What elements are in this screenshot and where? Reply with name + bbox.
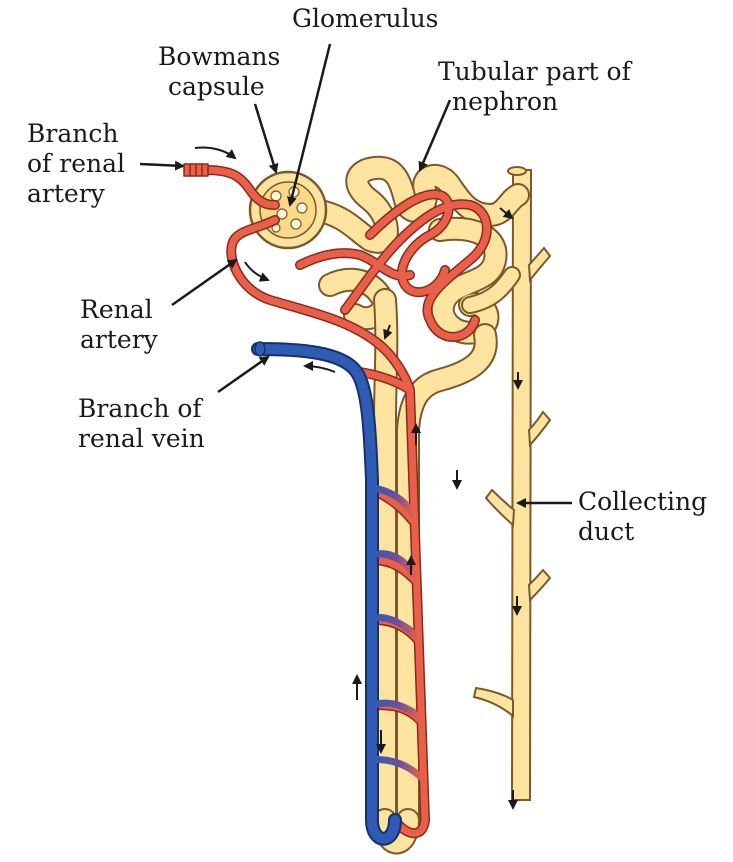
flow-arrows bbox=[195, 147, 518, 808]
label-branch-renal-artery: Branch of renal artery bbox=[27, 119, 125, 209]
label-glomerulus: Glomerulus bbox=[292, 4, 439, 34]
leader-renal-artery bbox=[172, 260, 236, 305]
leader-branch-renal-vein bbox=[218, 357, 268, 392]
label-collecting-duct: Collecting duct bbox=[578, 487, 707, 547]
label-bowmans-capsule: Bowmans capsule bbox=[158, 42, 280, 102]
label-tubular-part: Tubular part of nephron bbox=[438, 57, 631, 117]
label-branch-renal-vein: Branch of renal vein bbox=[78, 394, 205, 454]
bowmans-capsule bbox=[250, 172, 326, 248]
leader-branch-renal-artery bbox=[140, 164, 183, 166]
label-renal-artery: Renal artery bbox=[80, 295, 158, 355]
leader-bowmans-capsule bbox=[255, 104, 276, 172]
